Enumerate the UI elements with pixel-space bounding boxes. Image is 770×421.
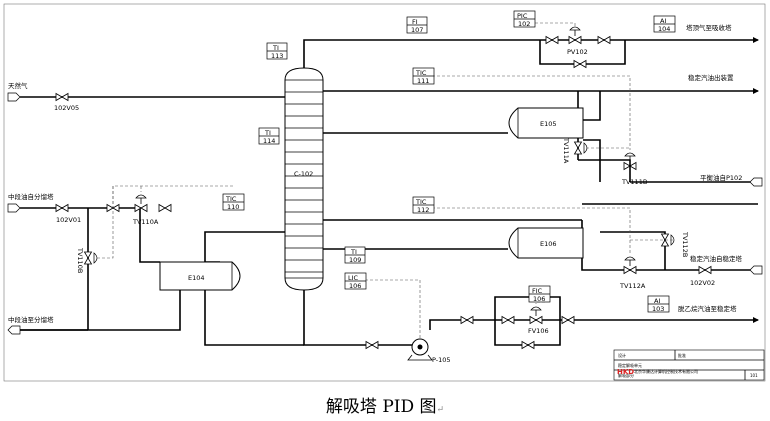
svg-text:TIC: TIC (225, 195, 237, 203)
svg-text:E105: E105 (540, 120, 557, 128)
stream-natural-gas: 天然气 (8, 81, 28, 90)
stream-mid-oil-to: 中段油至分馏塔 (8, 315, 54, 324)
svg-text:TI: TI (350, 248, 357, 256)
svg-text:E104: E104 (188, 274, 205, 282)
company-name: 北京华康达计算机控制技术有限公司 (634, 368, 698, 374)
arrow-stab-gasoline-from (749, 265, 763, 275)
svg-text:112: 112 (417, 206, 429, 214)
svg-text:TV112B: TV112B (681, 231, 689, 257)
arrow-mid-oil-from (7, 203, 21, 213)
svg-text:106: 106 (349, 282, 361, 290)
svg-text:113: 113 (271, 52, 283, 60)
signal-lines (96, 22, 673, 339)
arrow-balance-oil (749, 177, 763, 187)
valve-tv111b[interactable]: TV111B (621, 152, 647, 186)
svg-text:106: 106 (533, 295, 545, 303)
company-logo: HKD (617, 368, 634, 376)
svg-text:102V02: 102V02 (690, 279, 715, 287)
svg-text:P-105: P-105 (432, 356, 451, 364)
arrow-mid-oil-to (7, 325, 21, 335)
stream-stab-gasoline-out: 稳定汽油出装置 (688, 73, 734, 82)
svg-text:TI: TI (264, 129, 271, 137)
svg-text:稳定解吸单元: 稳定解吸单元 (618, 362, 642, 368)
valve-tv111a[interactable]: TV111A (562, 137, 588, 164)
svg-text:110: 110 (227, 203, 239, 211)
valve-pump-suction[interactable] (365, 341, 379, 349)
svg-text:111: 111 (417, 77, 429, 85)
svg-text:102V05: 102V05 (54, 104, 79, 112)
svg-text:FI: FI (412, 18, 418, 26)
svg-text:101: 101 (750, 373, 758, 378)
svg-text:批准: 批准 (678, 352, 686, 358)
svg-text:TV112A: TV112A (619, 282, 646, 290)
exchanger-e105: E105 (508, 107, 584, 139)
exchanger-e106: E106 (508, 227, 584, 259)
svg-text:114: 114 (263, 137, 275, 145)
svg-text:解吸部分: 解吸部分 (618, 372, 634, 378)
instrument-ti113[interactable]: TI 113 (266, 42, 288, 60)
svg-text:AI: AI (660, 17, 666, 25)
svg-text:104: 104 (658, 25, 670, 33)
valve-tv112a[interactable]: TV112A (619, 256, 646, 290)
process-lines (20, 37, 759, 346)
svg-text:FIC: FIC (532, 287, 543, 295)
svg-text:109: 109 (349, 256, 361, 264)
svg-text:TI: TI (272, 44, 279, 52)
instrument-fi107[interactable]: FI 107 (406, 16, 428, 34)
valve-fv106[interactable]: FV106 (460, 306, 575, 349)
pump-p105: P-105 (407, 338, 451, 364)
return-mark: ↵ (436, 405, 445, 415)
valve-102v05[interactable]: 102V05 (54, 93, 79, 113)
valve-102v01[interactable]: 102V01 (55, 204, 81, 225)
svg-text:103: 103 (652, 305, 664, 313)
svg-text:TV110B: TV110B (76, 247, 84, 273)
valve-102v02[interactable]: 102V02 (690, 266, 715, 288)
instrument-lic106[interactable]: LIC 106 (344, 272, 367, 290)
svg-text:FV106: FV106 (528, 327, 549, 335)
drawing-frame (3, 3, 766, 382)
instrument-tic111[interactable]: TIC 111 (412, 67, 435, 85)
arrow-natural-gas (7, 92, 21, 102)
valve-tv110a[interactable]: TV110A (106, 194, 172, 226)
stream-mid-oil-from: 中段油自分馏塔 (8, 192, 54, 201)
title-block: 设计 批准 稳定解吸单元 解吸部分 101 HKD 北京华康达计算机控制技术有限… (613, 349, 765, 381)
svg-text:E106: E106 (540, 240, 557, 248)
instrument-fic106[interactable]: FIC 106 (528, 285, 551, 303)
svg-text:设计: 设计 (618, 352, 626, 358)
svg-text:TIC: TIC (415, 198, 427, 206)
column-c102: C-102 (284, 67, 324, 291)
stream-top-gas: 塔顶气至吸收塔 (686, 23, 732, 32)
valve-pv102[interactable]: PV102 (545, 26, 611, 68)
instrument-ti114[interactable]: TI 114 (258, 127, 280, 145)
instrument-tic110[interactable]: TIC 110 (222, 193, 245, 211)
valve-tv110b[interactable]: TV110B (76, 247, 98, 273)
stream-stab-gasoline-from: 稳定汽油自稳定塔 (690, 254, 743, 263)
instrument-ai104[interactable]: AI 104 (653, 15, 676, 33)
svg-text:TV110A: TV110A (132, 218, 159, 226)
stream-deethanized: 脱乙烷汽油至稳定塔 (678, 304, 737, 313)
svg-text:AI: AI (654, 297, 660, 305)
stream-labels: 天然气 中段油自分馏塔 中段油至分馏塔 塔顶气至吸收塔 稳定汽油出装置 平衡油自… (7, 23, 763, 335)
stream-balance-oil: 平衡油自P102 (700, 173, 742, 182)
svg-text:TV111B: TV111B (621, 178, 647, 186)
instrument-ai103[interactable]: AI 103 (647, 295, 670, 313)
instrument-ti109[interactable]: TI 109 (344, 246, 366, 264)
figure-caption: 解吸塔 PID 图↵ (325, 397, 445, 417)
column-label: C-102 (294, 170, 313, 178)
instrument-tic112[interactable]: TIC 112 (412, 196, 435, 214)
exchanger-e104: E104 (159, 261, 241, 291)
svg-text:107: 107 (411, 26, 423, 34)
svg-text:102: 102 (518, 20, 530, 28)
svg-text:TIC: TIC (415, 69, 427, 77)
svg-text:PV102: PV102 (567, 48, 588, 56)
svg-text:TV111A: TV111A (562, 137, 570, 164)
svg-text:PIC: PIC (517, 12, 528, 20)
instrument-pic102[interactable]: PIC 102 (513, 10, 536, 28)
svg-text:LIC: LIC (348, 274, 359, 282)
svg-text:102V01: 102V01 (56, 216, 81, 224)
